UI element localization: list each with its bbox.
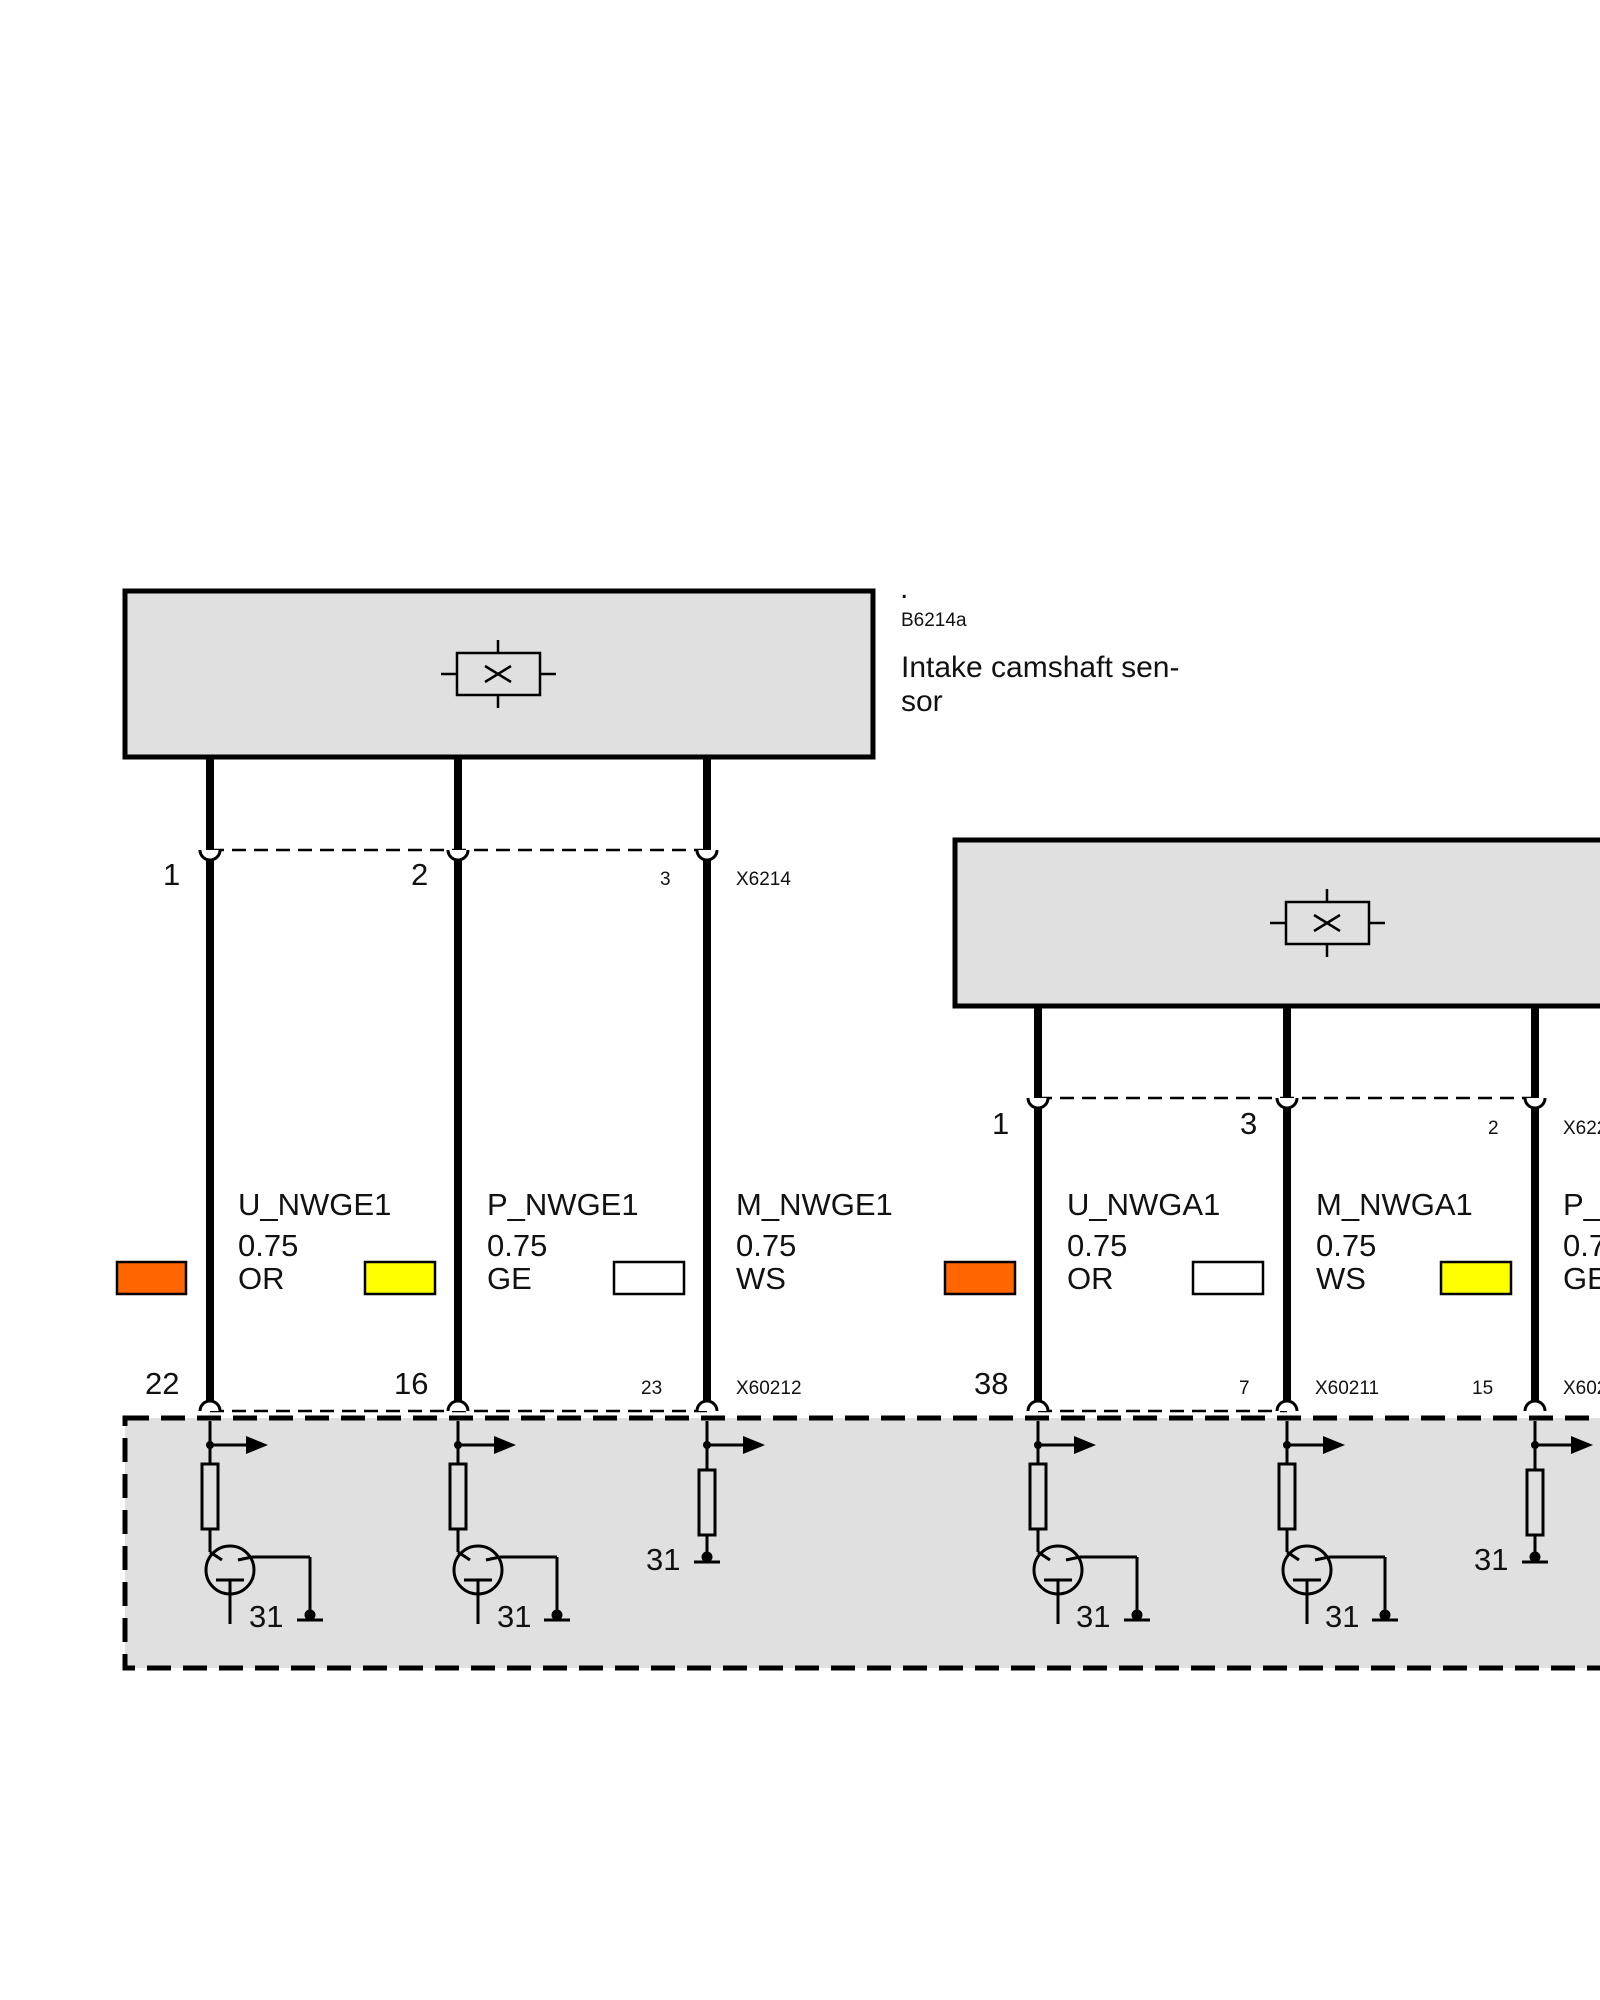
connector-x602-label: X602 xyxy=(1563,1378,1600,1399)
svg-text:0.7: 0.7 xyxy=(1563,1228,1600,1263)
wire-label-m-nwge1: M_NWGE1 0.75 WS xyxy=(612,1187,893,1296)
svg-text:0.75: 0.75 xyxy=(1067,1228,1127,1263)
svg-text:P_NWGE1: P_NWGE1 xyxy=(487,1187,639,1222)
svg-text:WS: WS xyxy=(736,1261,786,1296)
connector-x622-label: X622 xyxy=(1563,1118,1600,1139)
bottom-pin-arcs xyxy=(198,1399,1547,1412)
transistor-icon xyxy=(204,1544,312,1624)
svg-text:U_NWGE1: U_NWGE1 xyxy=(238,1187,391,1222)
color-swatch-ge xyxy=(363,1260,437,1296)
ground-label: 31 xyxy=(1325,1599,1359,1634)
pin-x6214-2: 2 xyxy=(411,857,428,892)
color-swatch-or xyxy=(943,1260,1017,1296)
ground-label: 31 xyxy=(646,1542,680,1577)
connector-x60211-label: X60211 xyxy=(1315,1378,1379,1399)
sensor-a-title-line2: sor xyxy=(901,685,943,718)
wire-label-p-nwge1: P_NWGE1 0.75 GE xyxy=(363,1187,639,1296)
sensor-symbol-icon xyxy=(1270,889,1385,957)
pin-x622-1: 1 xyxy=(992,1106,1009,1141)
pin-x622-2: 2 xyxy=(1488,1118,1499,1139)
pin-x60212-23: 23 xyxy=(641,1378,662,1399)
pin-38: 38 xyxy=(974,1366,1008,1401)
sensor-a-wires xyxy=(206,757,711,1411)
pin-x6214-3: 3 xyxy=(660,869,671,890)
svg-text:WS: WS xyxy=(1316,1261,1366,1296)
wire-label-m-nwga1: M_NWGA1 0.75 WS xyxy=(1191,1187,1473,1296)
svg-text:OR: OR xyxy=(238,1261,285,1296)
connector-x622 xyxy=(1026,1096,1547,1110)
wire-label-p-nwga1: P_ 0.7 GE xyxy=(1439,1187,1600,1296)
ground-icon xyxy=(297,1551,1548,1622)
sensor-a-title-line1: Intake camshaft sen- xyxy=(901,651,1179,684)
svg-text:OR: OR xyxy=(1067,1261,1114,1296)
pin-x60212-22: 22 xyxy=(145,1366,179,1401)
pin-x60211-7: 7 xyxy=(1239,1378,1250,1399)
connector-x60212-label: X60212 xyxy=(736,1378,802,1399)
sensor-a-dot: . xyxy=(900,572,908,605)
transistor-icon xyxy=(1281,1544,1387,1624)
svg-text:M_NWGA1: M_NWGA1 xyxy=(1316,1187,1473,1222)
color-swatch-ws xyxy=(1191,1260,1265,1296)
ground-label: 31 xyxy=(1474,1542,1508,1577)
pin-15: 15 xyxy=(1472,1378,1493,1399)
svg-text:M_NWGE1: M_NWGE1 xyxy=(736,1187,893,1222)
svg-text:P_: P_ xyxy=(1563,1187,1600,1222)
sensor-b-wires xyxy=(1034,1006,1539,1411)
connector-x6214 xyxy=(198,848,719,862)
ground-label: 31 xyxy=(249,1599,283,1634)
wire-label-u-nwge1: U_NWGE1 0.75 OR xyxy=(115,1187,391,1296)
sensor-a-ref: B6214a xyxy=(901,610,967,631)
ground-label: 31 xyxy=(1076,1599,1110,1634)
sensor-a-component xyxy=(122,588,876,760)
svg-text:U_NWGA1: U_NWGA1 xyxy=(1067,1187,1220,1222)
transistor-icon xyxy=(452,1544,559,1624)
connector-x6214-label: X6214 xyxy=(736,869,791,890)
color-swatch-or xyxy=(115,1260,188,1296)
svg-text:0.75: 0.75 xyxy=(1316,1228,1376,1263)
color-swatch-ws xyxy=(612,1260,686,1296)
svg-text:0.75: 0.75 xyxy=(736,1228,796,1263)
wire-label-u-nwga1: U_NWGA1 0.75 OR xyxy=(943,1187,1220,1296)
svg-text:0.75: 0.75 xyxy=(487,1228,547,1263)
control-unit-box xyxy=(122,1415,1600,1671)
sensor-symbol-icon xyxy=(441,640,556,708)
arrowheads xyxy=(206,1436,1593,1454)
pin-x6214-1: 1 xyxy=(163,857,180,892)
svg-text:0.75: 0.75 xyxy=(238,1228,298,1263)
pin-x622-3: 3 xyxy=(1240,1106,1257,1141)
svg-text:GE: GE xyxy=(1563,1261,1600,1296)
sensor-b-component xyxy=(952,837,1600,1009)
pin-x60212-16: 16 xyxy=(394,1366,428,1401)
ground-label: 31 xyxy=(497,1599,531,1634)
internal-circuits xyxy=(200,1421,1573,1557)
svg-text:GE: GE xyxy=(487,1261,532,1296)
transistor-icon xyxy=(1032,1544,1139,1624)
color-swatch-ge xyxy=(1439,1260,1513,1296)
